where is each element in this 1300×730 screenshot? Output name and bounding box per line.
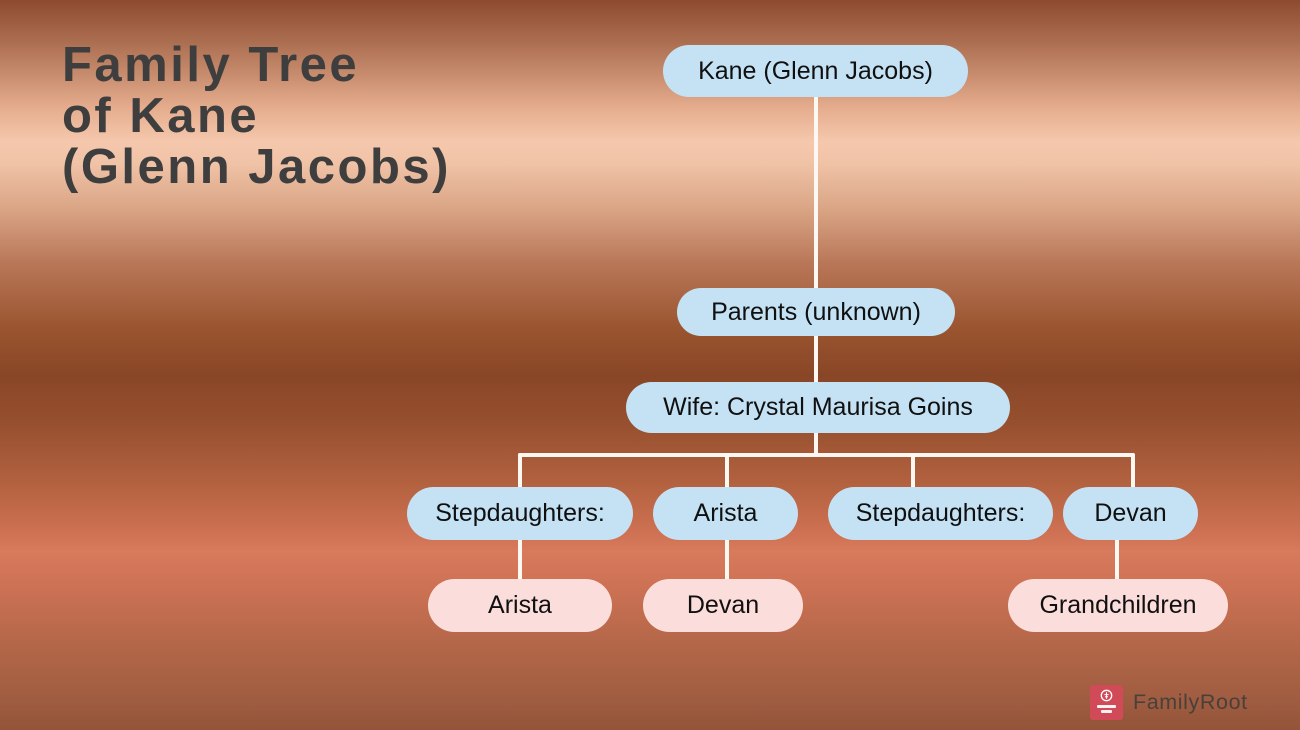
family-tree-badge-icon [1100,689,1113,702]
familyroot-logo-badge [1090,685,1123,720]
title-line-1: Family Tree [62,38,360,92]
connector-parents-to-wife [814,334,818,384]
connector-stepdaughters-to-arista [518,537,522,582]
title-line-2: of Kane [62,89,260,143]
tree-node-parents: Parents (unknown) [677,288,955,336]
tree-node-stepdaughters-left: Stepdaughters: [407,487,633,540]
connector-wife-to-bus [814,430,818,457]
tree-node-devan-pink: Devan [643,579,803,632]
tree-node-arista-blue: Arista [653,487,798,540]
tree-node-wife: Wife: Crystal Maurisa Goins [626,382,1010,433]
connector-bus-to-arista [725,453,729,490]
tree-node-arista-pink: Arista [428,579,612,632]
connector-devan-to-grandchildren [1115,537,1119,582]
tree-node-kane: Kane (Glenn Jacobs) [663,45,968,97]
tree-node-stepdaughters-right: Stepdaughters: [828,487,1053,540]
connector-bus-to-stepdaughters-left [518,453,522,490]
logo-microtext-line2 [1101,710,1112,713]
tree-node-grandchildren: Grandchildren [1008,579,1228,632]
connector-kane-to-parents [814,96,818,290]
familyroot-wordmark: FamilyRoot [1133,690,1248,714]
connector-bus-to-devan [1131,453,1135,490]
page-title: Family Tree of Kane (Glenn Jacobs) [62,40,451,193]
connector-bus-to-stepdaughters-right [911,453,915,490]
logo-microtext-line1 [1097,705,1116,708]
connector-arista-to-devan [725,537,729,582]
connector-horizontal-bus [518,453,1135,457]
tree-node-devan-blue: Devan [1063,487,1198,540]
title-line-3: (Glenn Jacobs) [62,140,451,194]
